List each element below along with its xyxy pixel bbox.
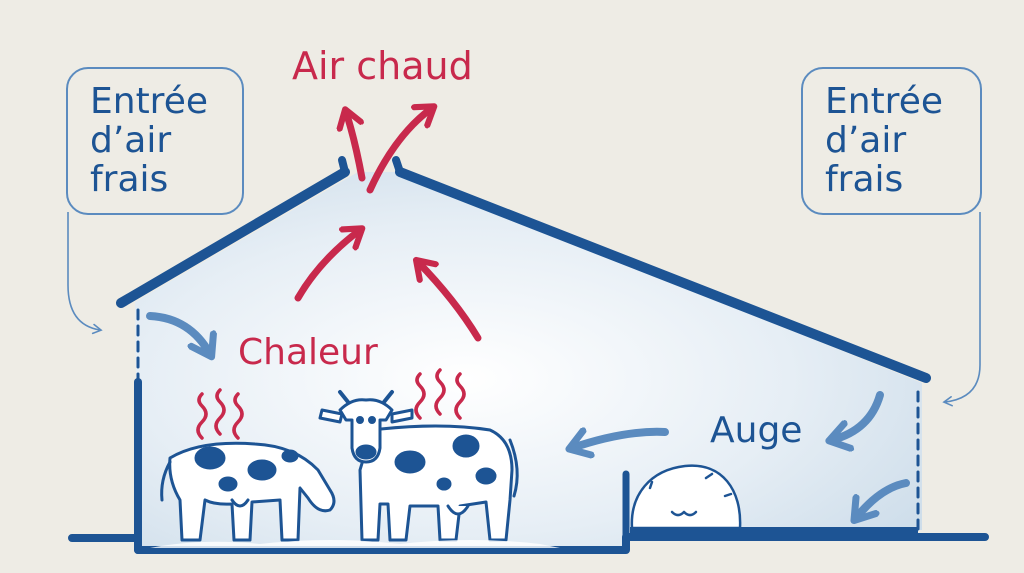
fresh-air-arrow-center	[572, 432, 669, 448]
right-ridge-lip	[392, 156, 404, 176]
heat-arrow-right	[418, 262, 482, 342]
left-inlet-label-line-2: d’air	[90, 119, 172, 161]
fresh-air-arrow-right-bottom	[856, 479, 910, 518]
left-ridge-lip	[338, 156, 349, 176]
hot-air-arrows	[294, 108, 482, 342]
left-inlet-label-line-3: frais	[90, 158, 169, 200]
left-inlet-callout: Entrée d’air frais	[66, 67, 244, 215]
barn-structure	[68, 156, 989, 554]
right-inlet-label-line-1: Entrée	[825, 81, 943, 122]
ground-line	[68, 533, 989, 554]
fresh-air-arrows	[146, 312, 910, 518]
exhaust-arrow-left	[346, 112, 366, 182]
right-inlet-callout: Entrée d’air frais	[801, 67, 982, 215]
left-inlet-pointer	[67, 212, 103, 335]
trough-label: Auge	[710, 410, 803, 451]
heat-label: Chaleur	[238, 332, 378, 373]
steam-icon	[196, 368, 466, 440]
right-inlet-label-line-3: frais	[825, 158, 904, 200]
hay-bale-icon	[630, 464, 742, 530]
fresh-air-arrow-right-top	[832, 391, 884, 440]
right-inlet-label-line-2: d’air	[825, 119, 907, 161]
hot-air-label: Air chaud	[292, 44, 473, 88]
left-inlet-label-line-1: Entrée	[90, 81, 208, 122]
cow-standing-icon	[318, 390, 519, 542]
right-roof	[395, 167, 931, 383]
heat-arrow-left	[294, 230, 360, 302]
left-roof	[116, 167, 350, 308]
fresh-air-arrow-left	[146, 312, 210, 354]
barn-interior	[135, 172, 922, 548]
exhaust-arrow-right	[366, 108, 432, 194]
cow-grazing-icon	[160, 441, 336, 542]
right-inlet-pointer	[942, 212, 981, 407]
litter	[150, 540, 560, 548]
